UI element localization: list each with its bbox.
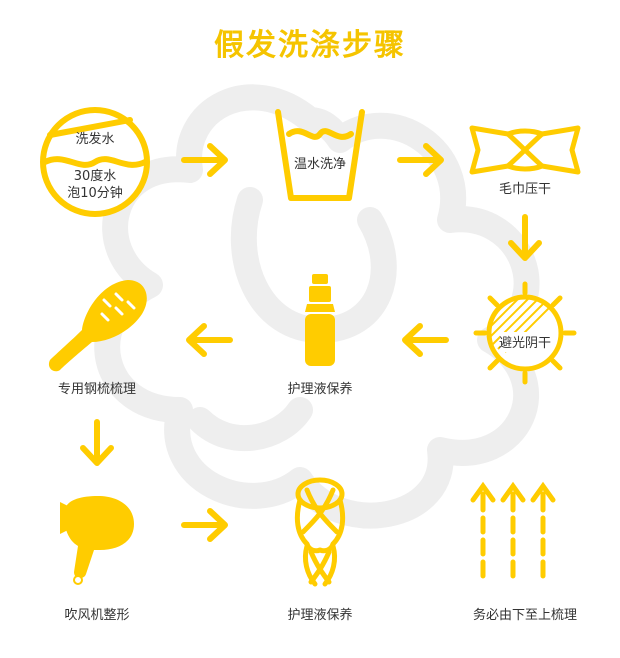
- step-label: 务必由下至上梳理: [472, 608, 577, 623]
- arrow-right-2: [397, 135, 448, 185]
- arrow-down-1: [500, 214, 550, 265]
- step-conditioner-care: 护理液保养: [245, 268, 395, 458]
- page-title: 假发洗涤步骤: [214, 28, 406, 63]
- step-comb-upward: 务必由下至上梳理: [435, 470, 585, 658]
- step-conditioner-care-final: 护理液保养: [245, 470, 395, 658]
- step-warm-water-wash: 温水洗净: [245, 100, 395, 290]
- soak-duration-label: 泡10分钟: [67, 185, 123, 201]
- step-steel-comb: 专用钢梳梳理: [22, 268, 172, 458]
- warm-water-wash-label: 温水洗净: [294, 157, 346, 172]
- spray-bottle-icon: [245, 268, 395, 418]
- towel-wring-icon: [450, 100, 600, 250]
- step-blow-dry-style: 吹风机整形: [22, 484, 172, 658]
- step-label: 毛巾压干: [498, 182, 551, 197]
- step-label: 专用钢梳梳理: [57, 382, 136, 397]
- step-towel-dry: 毛巾压干: [450, 100, 600, 290]
- arrow-down-2: [72, 419, 122, 470]
- shampoo-label: 洗发水: [75, 131, 114, 147]
- hair-dryer-icon: [22, 484, 172, 634]
- step-shampoo-soak: 洗发水 30度水 泡10分钟: [20, 100, 170, 290]
- step-label: 护理液保养: [287, 608, 353, 623]
- arrow-left-1: [398, 315, 449, 365]
- wig-cap-icon: [245, 470, 395, 620]
- comb-icon: [22, 268, 172, 418]
- arrow-left-2: [182, 315, 233, 365]
- wash-basin-icon: 温水洗净: [245, 100, 395, 250]
- water-temperature-label: 30度水: [74, 168, 117, 184]
- step-shade-dry: 避光阴干: [450, 268, 600, 458]
- arrow-right-1: [181, 135, 232, 185]
- arrow-right-3: [181, 500, 232, 550]
- sun-shade-icon: 避光阴干: [450, 268, 600, 418]
- shade-dry-label: 避光阴干: [499, 336, 551, 351]
- step-label: 护理液保养: [287, 382, 353, 397]
- shampoo-soak-icon: 洗发水 30度水 泡10分钟: [20, 100, 170, 250]
- upward-arrows-icon: [435, 470, 585, 620]
- step-label: 吹风机整形: [64, 608, 130, 623]
